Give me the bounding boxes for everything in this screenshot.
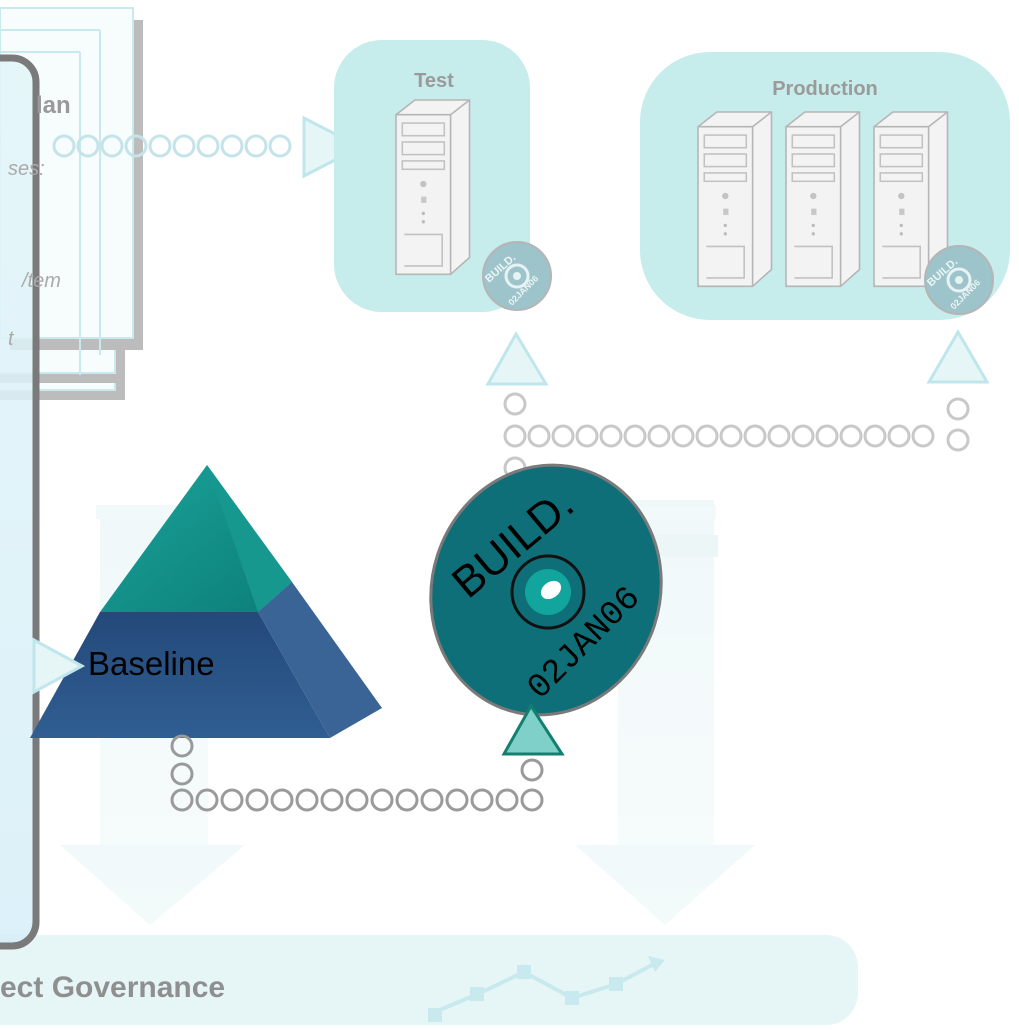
test-environment-label: Test <box>414 70 454 92</box>
plan-line-1: ses: <box>8 158 45 180</box>
production-environment-label: Production <box>772 78 878 100</box>
build-disc-icon <box>429 463 663 717</box>
arrowhead-to-baseline <box>32 637 86 695</box>
test-build-disc-icon <box>482 241 552 311</box>
baseline-label: Baseline <box>88 645 215 682</box>
arrowhead-to-build <box>501 703 565 756</box>
arrowhead-to-test <box>302 115 364 179</box>
production-build-disc-icon <box>924 245 994 315</box>
plan-title: lan <box>36 92 71 119</box>
governance-label: ect Governance <box>0 971 226 1004</box>
plan-line-3: t <box>8 328 14 350</box>
connector-baseline-to-build <box>170 734 544 812</box>
production-server-icon-2 <box>785 111 861 288</box>
connector-build-to-environments <box>503 392 970 480</box>
baseline-pyramid <box>30 465 382 738</box>
test-server-icon <box>395 99 471 276</box>
left-panel <box>0 54 40 950</box>
trend-line-icon <box>428 956 665 1022</box>
connector-plan-to-test <box>52 134 292 158</box>
arrowhead-to-test-env <box>485 331 549 386</box>
governance-bar <box>0 935 858 1025</box>
arrowhead-to-production-env <box>926 329 990 384</box>
plan-line-2: /tem <box>22 270 61 292</box>
production-server-icon-1 <box>697 111 773 288</box>
